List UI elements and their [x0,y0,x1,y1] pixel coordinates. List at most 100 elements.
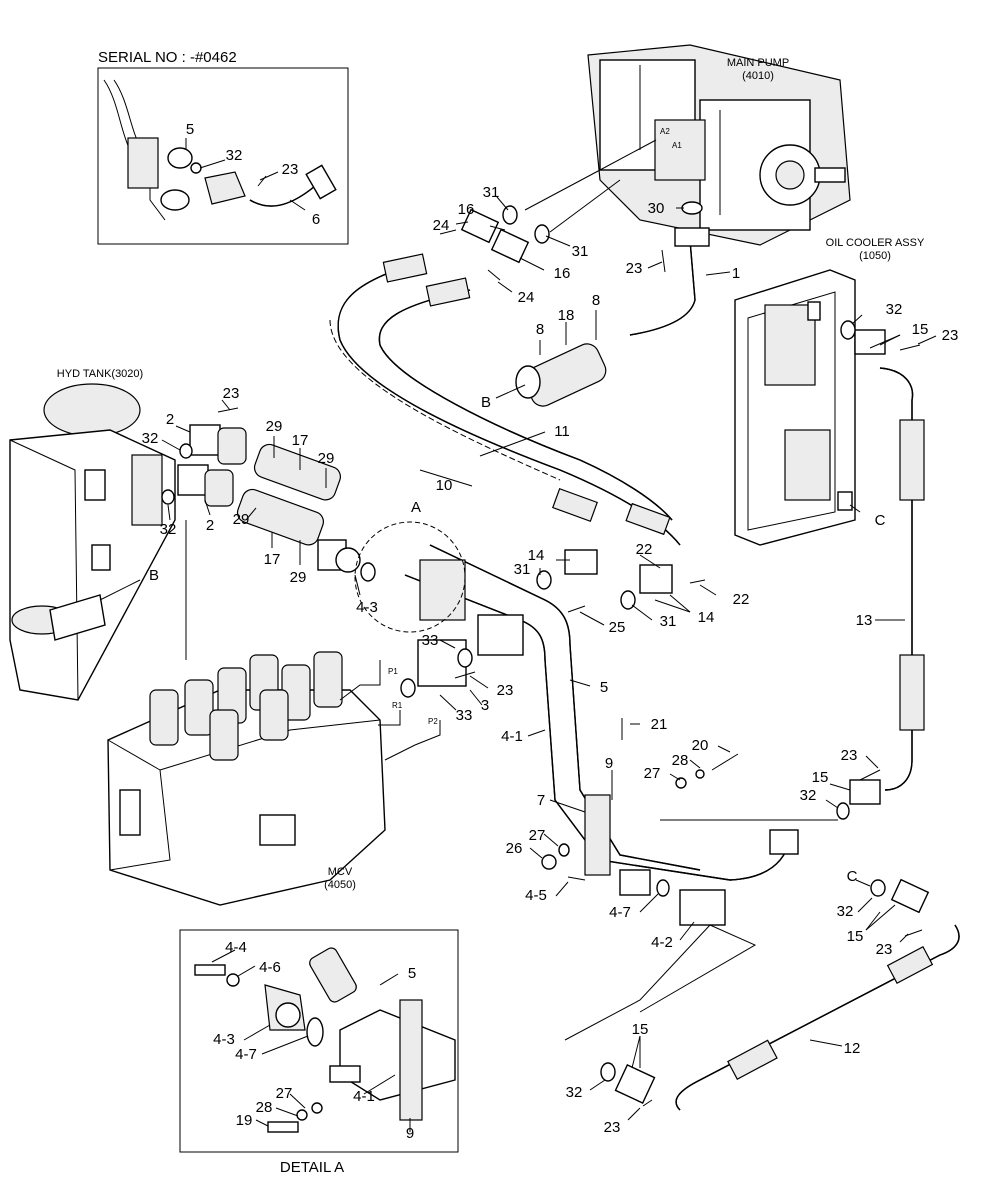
callout: 23 [497,682,514,699]
callout: 4-2 [651,934,673,951]
callout: 32 [160,521,177,538]
main-pump [587,44,851,246]
callout: 28 [672,752,689,769]
callout: 4-7 [235,1046,257,1063]
callout: 14 [528,547,545,564]
tank-area-callouts: 23 2 32 32 2 29 17 29 29 17 29 B A 4-3 [142,385,421,616]
port-labels: A2 A1 P1 R1 P2 [388,127,682,726]
callout: 19 [236,1112,253,1129]
callout: 15 [847,928,864,945]
callout: 23 [282,161,299,178]
callout: A [411,499,421,516]
callout: 11 [554,423,570,440]
port-label: A1 [672,141,682,150]
callout: 23 [942,327,959,344]
oil-cooler-label: OIL COOLER ASSY [826,237,925,249]
callout: 2 [206,517,214,534]
callout: C [847,868,858,885]
callout: 29 [318,450,335,467]
mcv-label: MCV [328,866,353,878]
callout: 3 [481,697,489,714]
callout: 22 [733,591,750,608]
inset-frame [97,67,349,245]
detail-callouts: 4-4 4-6 5 4-3 4-7 27 28 19 4-1 9 [213,939,416,1142]
callout: 4-3 [213,1031,235,1048]
callout: C [875,512,886,529]
main-pump-code: (4010) [742,70,774,82]
callout: 23 [626,260,643,277]
leader-lines [99,138,937,1121]
callout: 29 [290,569,307,586]
callout: 4-1 [353,1088,375,1105]
callout: 18 [558,307,575,324]
callout: 25 [609,619,626,636]
callout: 10 [436,477,453,494]
port-label: P2 [428,717,438,726]
callout: 23 [841,747,858,764]
callout: B [481,394,491,411]
mcv [107,651,386,906]
callout: 9 [605,755,613,772]
callout: 31 [514,561,531,578]
detail-a-frame [179,929,459,1153]
callout: 32 [800,787,817,804]
callout: 4-7 [609,904,631,921]
callout: 2 [166,411,174,428]
callout: 32 [837,903,854,920]
callout: 8 [536,321,544,338]
callout: 32 [226,147,243,164]
callout: 32 [142,430,159,447]
lower-right-callouts: C 32 15 23 12 15 32 23 [566,868,893,1136]
callout: 28 [256,1099,273,1116]
callout: 21 [651,716,668,733]
hoses-10-11 [329,253,681,546]
serial-inset [97,67,349,245]
center-callouts: 14 22 31 22 14 31 25 33 23 33 3 5 4-1 21… [422,541,858,951]
callout: 4-3 [356,599,378,616]
callout: 14 [698,609,715,626]
callout: 15 [812,769,829,786]
callout: 16 [458,201,475,218]
inset-callouts: 5 32 23 6 [186,121,320,228]
detail-a-title: DETAIL A [280,1159,344,1176]
callout: 31 [483,184,500,201]
hose-12 [675,924,960,1111]
pump-area-callouts: 31 16 24 30 31 16 24 23 1 8 18 8 B [433,184,741,411]
callout: 33 [456,707,473,724]
callout: 15 [632,1021,649,1038]
callout: 9 [406,1125,414,1142]
callout: 32 [566,1084,583,1101]
callout: 27 [276,1085,293,1102]
callout: 26 [506,840,523,857]
callout: 5 [408,965,416,982]
callout: 7 [537,792,545,809]
callout: B [149,567,159,584]
callout: 24 [433,217,450,234]
callout: 27 [529,827,546,844]
hose-callouts: 11 10 [436,423,570,494]
callout: 16 [554,265,571,282]
titles: SERIAL NO : -#0462 MAIN PUMP (4010) OIL … [57,49,925,1176]
port-label: R1 [392,701,403,710]
pipe-1-and-filter [515,227,710,407]
callout: 4-5 [525,887,547,904]
callout: 4-1 [501,728,523,745]
callout: 23 [223,385,240,402]
orings-bolts [161,201,923,1107]
callout: 31 [660,613,677,630]
mcv-code: (4050) [324,879,356,891]
fittings-tank-side [177,424,361,573]
callout: 33 [422,632,439,649]
callout: 27 [644,765,661,782]
oil-cooler [734,269,856,546]
callout: 29 [266,418,283,435]
callout: 22 [636,541,653,558]
callout: 20 [692,737,709,754]
callout: 4-6 [259,959,281,976]
callout: 30 [648,200,665,217]
callout: 12 [844,1040,861,1057]
callout: 15 [912,321,929,338]
callout: 4-4 [225,939,247,956]
